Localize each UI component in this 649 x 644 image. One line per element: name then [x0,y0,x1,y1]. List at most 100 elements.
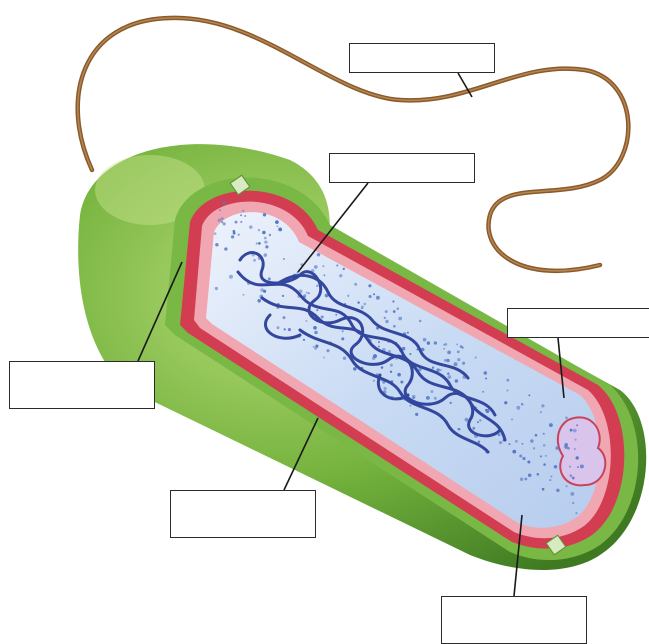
ribosome-dot [390,364,393,367]
ribosome-dot [506,389,508,391]
ribosome-dot [326,349,329,352]
ribosome-dot [314,347,317,350]
ribosome-dot [381,366,384,369]
ribosome-dot [457,358,460,361]
ribosome-dot [543,433,545,435]
ribosome-dot [369,295,372,298]
ribosome-dot [409,405,411,407]
ribosome-dot [398,317,402,321]
ribosome-dot [512,450,516,454]
label-box-cell-membrane[interactable] [170,490,316,538]
ribosome-dot [262,231,266,235]
ribosome-dot [527,460,530,463]
ribosome-dot [522,457,525,460]
label-box-flagellum[interactable] [349,43,495,73]
ribosome-dot [576,456,579,459]
ribosome-dot [277,326,280,329]
ribosome-dot [373,293,375,295]
ribosome-dot [533,447,535,449]
ribosome-dot [354,283,357,286]
ribosome-dot [376,296,380,300]
ribosome-dot [336,265,338,267]
ribosome-dot [215,287,218,290]
ribosome-dot [339,274,342,277]
ribosome-dot [322,265,324,267]
ribosome-dot [343,268,345,270]
label-box-inclusion[interactable] [507,308,649,338]
ribosome-dot [573,429,577,433]
ribosome-dot [499,441,502,444]
ribosome-dot [519,455,522,458]
ribosome-dot [390,371,392,373]
ribosome-dot [504,401,507,404]
ribosome-dot [515,440,518,443]
ribosome-dot [275,220,279,224]
ribosome-dot [545,455,547,457]
ribosome-dot [556,489,559,492]
ribosome-dot [570,429,573,432]
ribosome-dot [233,230,236,233]
ribosome-dot [244,215,246,217]
ribosome-dot [427,341,430,344]
ribosome-dot [393,325,396,328]
ribosome-dot [283,316,286,319]
ribosome-dot [265,245,268,248]
ribosome-dot [520,477,523,480]
ribosome-dot [549,479,551,481]
ribosome-dot [543,444,546,447]
ribosome-dot [222,201,225,204]
ribosome-dot [415,413,418,416]
ribosome-dot [443,348,445,350]
ribosome-dot [484,371,488,375]
label-box-capsule[interactable] [9,361,155,409]
ribosome-dot [321,316,324,319]
ribosome-dot [465,418,469,422]
ribosome-dot [577,466,579,468]
ribosome-dot [264,237,267,240]
ribosome-dot [383,387,386,390]
ribosome-dot [486,409,490,413]
ribosome-dot [447,372,449,374]
ribosome-dot [419,320,422,323]
ribosome-dot [434,341,437,344]
ribosome-dot [572,502,574,504]
ribosome-dot [284,328,286,330]
ribosome-dot [448,375,452,379]
ribosome-dot [457,350,460,353]
ribosome-dot [525,478,528,481]
label-box-cytoplasm[interactable] [441,596,587,644]
ribosome-dot [432,366,434,368]
label-box-nucleoid[interactable] [329,153,475,183]
ribosome-dot [256,242,258,244]
ribosome-dot [221,217,224,220]
ribosome-dot [575,439,577,441]
ribosome-dot [242,210,244,212]
ribosome-dot [240,214,242,216]
ribosome-dot [316,309,318,311]
ribosome-dot [224,247,227,250]
ribosome-dot [219,209,221,211]
ribosome-dot [528,394,530,396]
ribosome-dot [314,331,318,335]
ribosome-dot [335,314,337,316]
ribosome-dot [423,338,427,342]
ribosome-dot [306,292,308,294]
ribosome-dot [316,285,319,288]
ribosome-dot [550,475,552,477]
ribosome-dot [576,424,578,426]
ribosome-dot [385,320,389,324]
ribosome-dot [305,320,307,322]
ribosome-dot [540,411,542,413]
ribosome-dot [243,294,245,296]
ribosome-dot [357,301,359,303]
ribosome-dot [264,253,268,257]
ribosome-dot [361,306,364,309]
ribosome-dot [317,253,320,256]
ribosome-dot [253,259,256,262]
ribosome-dot [264,240,267,243]
ribosome-dot [257,299,261,303]
ribosome-dot [521,443,523,445]
ribosome-dot [342,330,344,332]
ribosome-dot [440,369,442,371]
ribosome-dot [457,428,459,430]
